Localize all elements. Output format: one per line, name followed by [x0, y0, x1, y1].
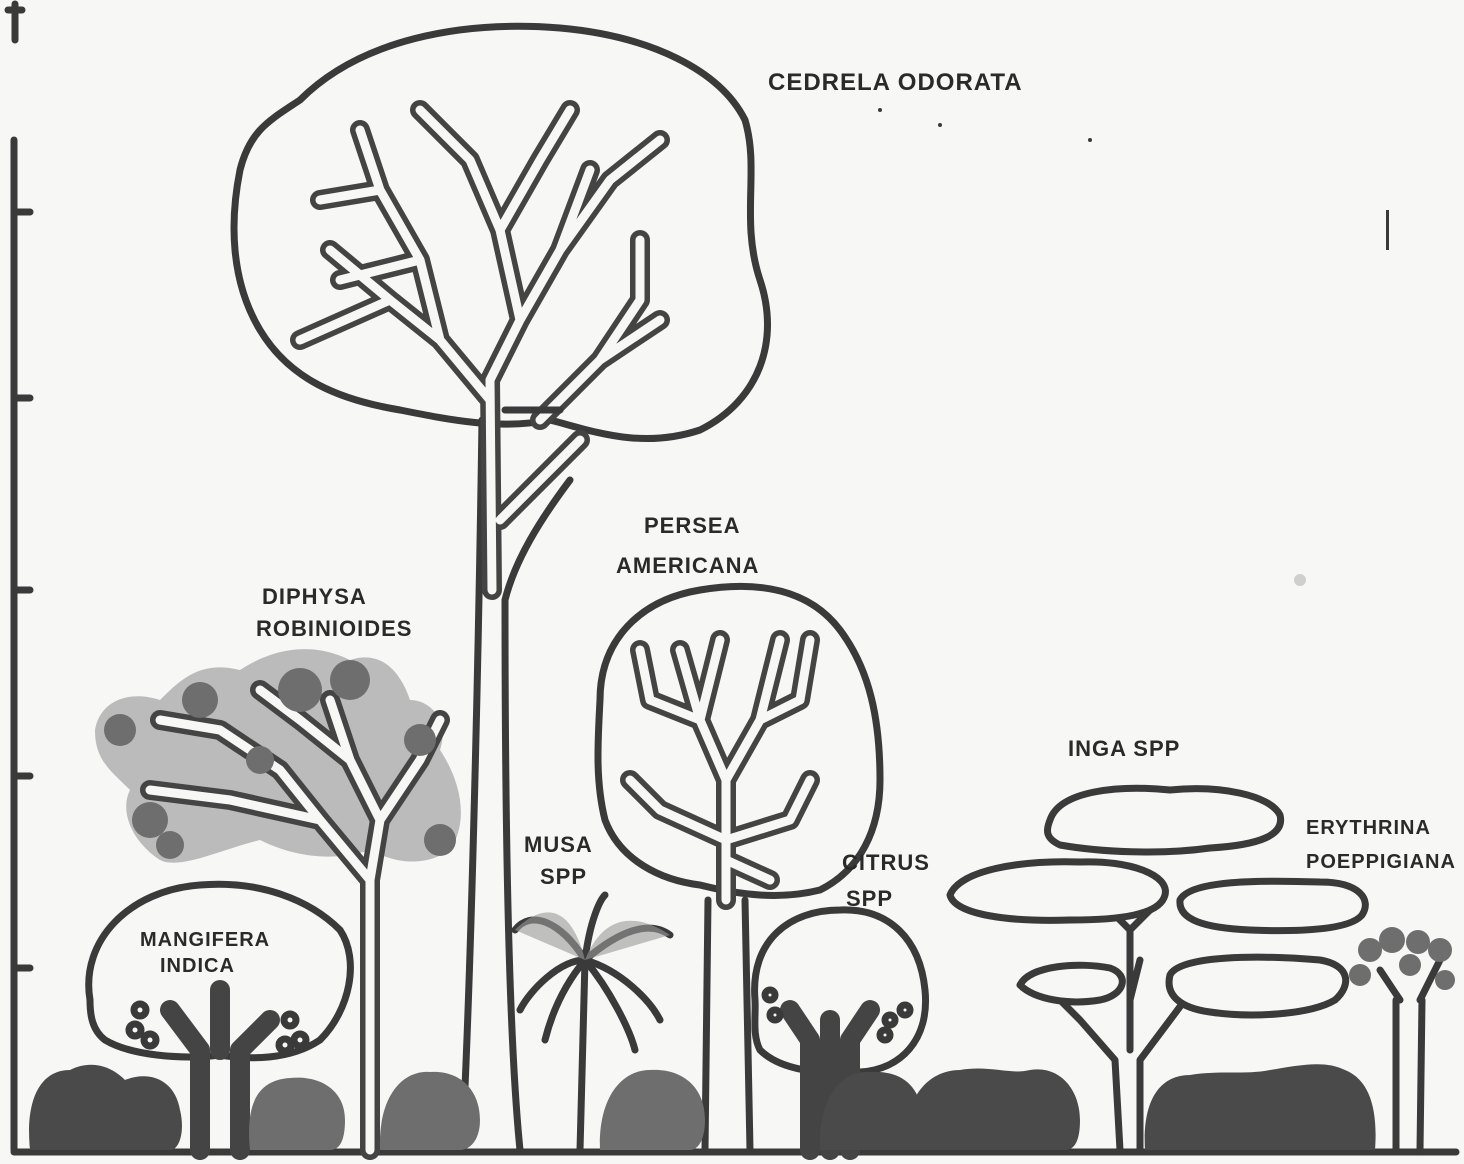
erythrina-foliage [1349, 927, 1455, 990]
inga-canopy-lower-left [1020, 965, 1122, 1002]
label-erythrina-line1: ERYTHRINA [1306, 817, 1431, 839]
label-persea-line2: AMERICANA [616, 553, 759, 578]
label-musa-line2: SPP [540, 864, 587, 889]
inga-canopy-top [1047, 788, 1280, 852]
inga-canopy-lower-right [1169, 957, 1346, 1015]
label-citrus-line2: SPP [846, 886, 893, 911]
label-persea-line1: PERSEA [644, 513, 740, 538]
inga-canopy-left [950, 862, 1165, 921]
label-musa-line1: MUSA [524, 832, 593, 857]
label-mangifera-line2: INDICA [160, 955, 235, 977]
label-erythrina-line2: POEPPIGIANA [1306, 851, 1456, 873]
label-cedrela-odorata: CEDRELA ODORATA [768, 69, 1023, 96]
label-diphysa-line2: ROBINIOIDES [256, 616, 412, 641]
height-axis [8, 4, 30, 1150]
label-citrus-line1: CITRUS [842, 850, 930, 875]
inga-canopy-right [1180, 881, 1365, 930]
label-inga: INGA SPP [1068, 736, 1180, 761]
label-mangifera-line1: MANGIFERA [140, 929, 270, 951]
label-diphysa-line1: DIPHYSA [262, 584, 367, 609]
paper-specks [878, 108, 1389, 586]
